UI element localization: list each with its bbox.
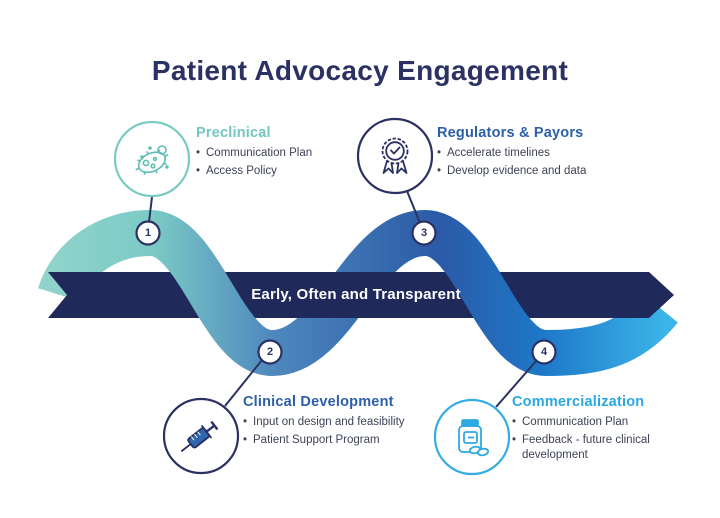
syringe-icon xyxy=(180,420,219,453)
bullet-item: Patient Support Program xyxy=(243,433,438,448)
banner-label: Early, Often and Transparent xyxy=(251,286,461,303)
section-bullets: Communication Plan Access Policy xyxy=(196,146,371,179)
bullet-item: Access Policy xyxy=(196,164,371,179)
bullet-item: Communication Plan xyxy=(512,415,672,430)
clinical-icon-circle xyxy=(162,397,240,475)
milestone-number-4: 4 xyxy=(540,346,548,358)
milestone-badge-4 xyxy=(531,339,557,365)
section-preclinical: Preclinical Communication Plan Access Po… xyxy=(196,125,371,179)
milestone-badge-1 xyxy=(135,220,161,246)
connector-line-1 xyxy=(148,196,153,223)
bullet-item: Input on design and feasibility xyxy=(243,415,438,430)
milestone-badge-3 xyxy=(411,220,437,246)
section-clinical-development: Clinical Development Input on design and… xyxy=(243,394,438,448)
milestone-number-2: 2 xyxy=(266,346,274,358)
regulators-icon-circle xyxy=(356,117,434,195)
commercialization-icon-circle xyxy=(433,398,511,476)
section-title: Commercialization xyxy=(512,394,645,410)
section-title: Clinical Development xyxy=(243,394,394,410)
bullet-item: Accelerate timelines xyxy=(437,146,632,161)
section-title: Regulators & Payors xyxy=(437,125,584,141)
microbe-icon xyxy=(135,145,169,176)
page-title: Patient Advocacy Engagement xyxy=(151,55,569,86)
section-bullets: Accelerate timelines Develop evidence an… xyxy=(437,146,632,179)
bullet-item: Develop evidence and data xyxy=(437,164,632,179)
bullet-item: Feedback - future clinical development xyxy=(512,433,672,463)
milestone-badge-2 xyxy=(257,339,283,365)
section-regulators-payors: Regulators & Payors Accelerate timelines… xyxy=(437,125,632,179)
connector-line-3 xyxy=(406,190,421,224)
milestone-number-1: 1 xyxy=(144,227,152,239)
bullet-item: Communication Plan xyxy=(196,146,371,161)
section-commercialization: Commercialization Communication Plan Fee… xyxy=(512,394,672,463)
connector-line-4 xyxy=(495,359,538,408)
connector-line-2 xyxy=(224,359,263,407)
pill-bottle-icon xyxy=(458,419,490,457)
section-title: Preclinical xyxy=(196,125,271,141)
section-bullets: Communication Plan Feedback - future cli… xyxy=(512,415,672,463)
milestone-number-3: 3 xyxy=(420,227,428,239)
section-bullets: Input on design and feasibility Patient … xyxy=(243,415,438,448)
preclinical-icon-circle xyxy=(113,120,191,198)
award-ribbon-icon xyxy=(381,137,409,174)
